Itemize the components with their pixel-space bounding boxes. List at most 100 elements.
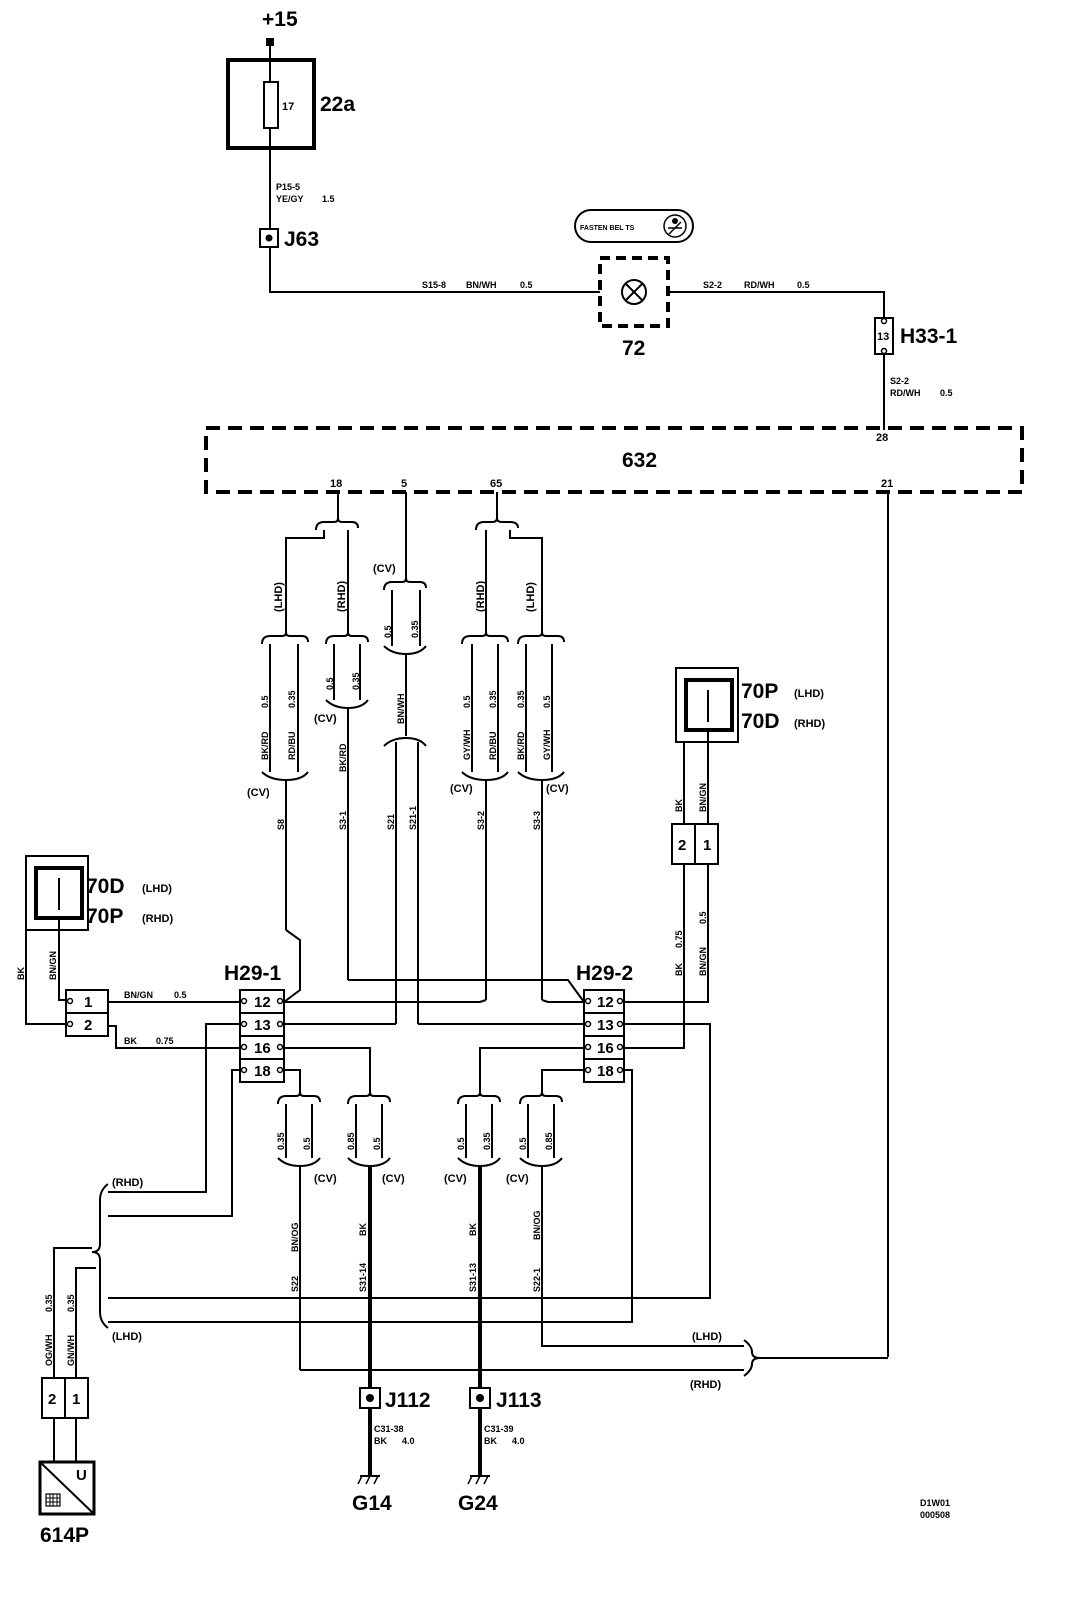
j113-color: BK: [484, 1436, 497, 1446]
connector-614p: 2 1: [41, 1377, 89, 1419]
circuit-s31-13: S31-13: [468, 1263, 478, 1292]
cv-label-6: (CV): [382, 1173, 405, 1185]
cv-color: BN/WH: [396, 694, 406, 725]
h29-2-pin-18: 18: [597, 1063, 614, 1080]
wire-s2b-color: RD/WH: [890, 388, 921, 398]
g3-size-2: 0.35: [482, 1132, 492, 1150]
sw-left-70p: 70P: [86, 905, 123, 928]
seatbelt-switch-right: 70P (LHD) 70D (RHD): [675, 667, 825, 743]
ecu-pin-28: 28: [876, 432, 888, 444]
circuit-s21: S21: [386, 814, 396, 830]
connector-j112: J112: [359, 1387, 431, 1412]
lhd2-color-1: BK/RD: [516, 731, 526, 760]
sw-left-lhd: (LHD): [142, 883, 172, 895]
g24-label: G24: [458, 1492, 498, 1515]
sw-right-lhd: (LHD): [794, 688, 824, 700]
j113-size: 4.0: [512, 1436, 525, 1446]
ecu-label: 632: [622, 449, 657, 472]
wire-s2-circuit: S2-2: [703, 280, 722, 290]
g1-size-1: 0.35: [276, 1132, 286, 1150]
connector-h29-2: H29-2 12 13 16 18: [576, 962, 633, 1083]
lhd2-color-2: GY/WH: [542, 730, 552, 761]
sensor-pin2: 2: [48, 1391, 56, 1408]
connector-sw-left: 1 2: [65, 989, 109, 1037]
rhd2-size-2: 0.35: [488, 690, 498, 708]
sw-left-h-bk-size: 0.75: [156, 1036, 174, 1046]
wire-s2b-size: 0.5: [940, 388, 953, 398]
h29-1-pin-13: 13: [254, 1017, 271, 1034]
circuit-s21-1: S21-1: [408, 806, 418, 830]
cv-size-2: 0.35: [410, 620, 420, 638]
sw-left-rhd: (RHD): [142, 913, 173, 925]
lhd2-size-1: 0.35: [516, 690, 526, 708]
sw-right-pin2: 2: [678, 837, 686, 854]
sw-right-70d: 70D: [741, 710, 780, 733]
seatbelt-symbol-icon: FASTEN BEL TS: [574, 209, 694, 243]
doc-id: D1W01: [920, 1498, 950, 1508]
sensor-color-2: GN/WH: [66, 1335, 76, 1366]
j113-circuit: C31-39: [484, 1424, 514, 1434]
fuse-number: 17: [282, 101, 294, 113]
sensor-symbol: U: [76, 1467, 87, 1484]
sw-right-pin1: 1: [703, 837, 711, 854]
ecu-pin-5: 5: [401, 478, 407, 490]
h29-1-pin-12: 12: [254, 994, 271, 1011]
h29-2-pin-16: 16: [597, 1040, 614, 1057]
control-module-632: 632 28 18 5 65 21: [204, 426, 1024, 494]
lhd-label-left: (LHD): [112, 1331, 142, 1343]
wire-s2-color: RD/WH: [744, 280, 775, 290]
lower-color-3: BK: [468, 1223, 478, 1236]
wire-s15-color: BN/WH: [466, 280, 497, 290]
rhd2-size-1: 0.5: [462, 695, 472, 708]
circuit-s8: S8: [276, 819, 286, 830]
wire-s15-size: 0.5: [520, 280, 533, 290]
g2-size-2: 0.5: [372, 1137, 382, 1150]
cv-label-2: (CV): [314, 713, 337, 725]
sensor-size-2: 0.35: [66, 1294, 76, 1312]
circuit-s3-3: S3-3: [532, 811, 542, 830]
rhd-size-1: 0.5: [325, 677, 335, 690]
rhd-color-1: BK/RD: [338, 743, 348, 772]
g4-size-1: 0.5: [518, 1137, 528, 1150]
h29-2-pin-12: 12: [597, 994, 614, 1011]
lower-color-2: BK: [358, 1223, 368, 1236]
sw-left-h-bngn-size: 0.5: [174, 990, 187, 1000]
g1-size-2: 0.5: [302, 1137, 312, 1150]
g4-size-2: 0.85: [544, 1132, 554, 1150]
sw-left-wire-bk: BK: [16, 967, 26, 980]
rhd-label-1: (RHD): [336, 581, 348, 612]
g2-size-1: 0.85: [346, 1132, 356, 1150]
cv-label-7: (CV): [444, 1173, 467, 1185]
supply-terminal: +15: [262, 8, 298, 46]
doc-code: 000508: [920, 1510, 950, 1520]
cv-label-4: (CV): [546, 783, 569, 795]
sensor-label: 614P: [40, 1524, 89, 1547]
j63-label: J63: [284, 228, 319, 251]
seatbelt-switch-left: 70D (LHD) 70P (RHD): [25, 855, 173, 931]
sw-right-h-bngn: BN/GN: [698, 947, 708, 976]
j112-label: J112: [385, 1389, 431, 1412]
ground-icon: [357, 1475, 380, 1485]
circuit-s3-1: S3-1: [338, 811, 348, 830]
j113-label: J113: [496, 1389, 542, 1412]
sensor-color-1: OG/WH: [44, 1335, 54, 1367]
connector-sw-right: 2 1: [671, 823, 719, 865]
sw-right-size-bk: 0.75: [674, 930, 684, 948]
h33-pin: 13: [877, 331, 889, 343]
ground-icon: [467, 1475, 490, 1485]
ecu-pin-18: 18: [330, 478, 342, 490]
h29-2-label: H29-2: [576, 962, 633, 985]
sw-right-h-bk: BK: [674, 963, 684, 976]
sw-left-70d: 70D: [86, 875, 125, 898]
sensor-size-1: 0.35: [44, 1294, 54, 1312]
circuit-s22-1: S22-1: [532, 1268, 542, 1292]
lhd-label-2: (LHD): [525, 582, 537, 612]
circuit-s31-14: S31-14: [358, 1263, 368, 1292]
sw-right-70p: 70P: [741, 680, 778, 703]
cv-label-5: (CV): [314, 1173, 337, 1185]
g3-size-1: 0.5: [456, 1137, 466, 1150]
ecu-pin-65: 65: [490, 478, 502, 490]
fuse-label: 22a: [320, 93, 355, 116]
lhd2-size-2: 0.5: [542, 695, 552, 708]
